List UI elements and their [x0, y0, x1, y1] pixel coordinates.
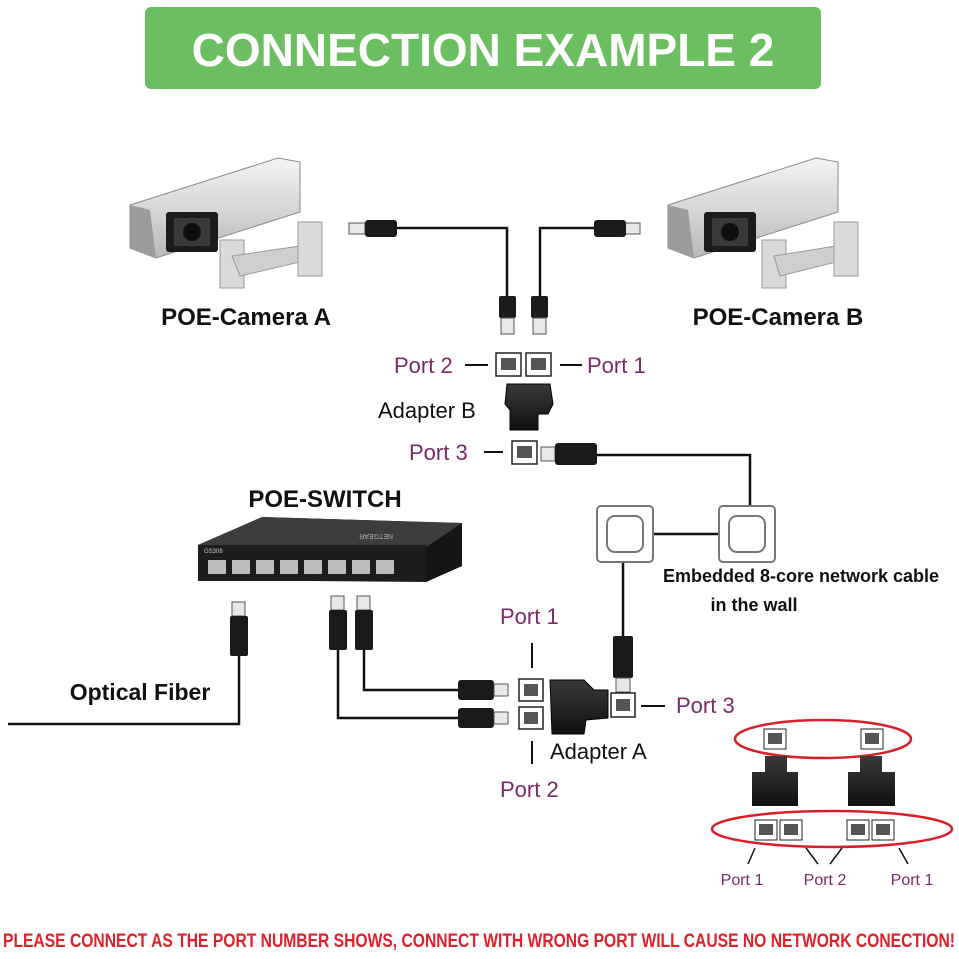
- warning-text: PLEASE CONNECT AS THE PORT NUMBER SHOWS,…: [3, 931, 955, 952]
- switch-ports: [208, 560, 394, 574]
- adapter-a-port3-label: Port 3: [676, 693, 735, 718]
- wall-cable-label-line2: in the wall: [710, 595, 797, 615]
- camera-a-plug: [348, 220, 397, 237]
- optical-fiber-label: Optical Fiber: [70, 679, 211, 705]
- adapter-a-port1-label: Port 1: [500, 604, 559, 629]
- wall-cable-label-line1: Embedded 8-core network cable: [663, 566, 939, 586]
- inset-port2-label: Port 2: [804, 872, 847, 889]
- adapter-b-port1-label: Port 1: [587, 353, 646, 378]
- cables: [8, 226, 752, 726]
- cable-camera-b: [538, 226, 603, 298]
- adapter-b-plugs: [499, 296, 548, 335]
- adapter-b-port3-label: Port 3: [409, 440, 468, 465]
- adapter-b-port2-label: Port 2: [394, 353, 453, 378]
- switch-label: POE-SWITCH: [248, 486, 401, 513]
- adapter-a-port2-label: Port 2: [500, 777, 559, 802]
- camera-a: [129, 157, 323, 289]
- camera-a-label: POE-Camera A: [161, 304, 331, 331]
- inset-top-oval: [733, 718, 913, 760]
- adapter-b: [495, 352, 597, 465]
- cable-adapter-b-to-wall: [596, 453, 752, 506]
- adapter-b-leaders: [465, 364, 582, 453]
- inset-port1-right-label: Port 1: [891, 872, 934, 889]
- adapter-a-leaders: [531, 643, 665, 764]
- adapter-a-label: Adapter A: [550, 739, 647, 764]
- switch-brand: NETGEAR: [359, 532, 393, 539]
- page-title: CONNECTION EXAMPLE 2: [192, 24, 775, 76]
- adapter-b-label: Adapter B: [378, 398, 476, 423]
- camera-b-plug: [594, 220, 641, 237]
- adapter-a-plugs: [458, 636, 633, 728]
- port-inset: [710, 718, 954, 865]
- switch-model: GS308: [204, 549, 223, 555]
- inset-bottom-oval: [710, 809, 954, 849]
- camera-b-label: POE-Camera B: [693, 304, 864, 331]
- cable-camera-a: [397, 226, 509, 298]
- poe-switch: NETGEAR GS308: [198, 517, 462, 582]
- wall-sockets: [596, 505, 776, 563]
- title-banner: CONNECTION EXAMPLE 2: [145, 7, 821, 89]
- switch-plugs: [230, 595, 373, 656]
- cable-switch-to-port1: [362, 648, 460, 692]
- inset-port1-left-label: Port 1: [721, 872, 764, 889]
- adapter-a: [518, 678, 636, 735]
- cable-switch-to-port2: [336, 648, 460, 720]
- camera-b: [667, 157, 859, 289]
- cable-optical-fiber: [8, 656, 241, 726]
